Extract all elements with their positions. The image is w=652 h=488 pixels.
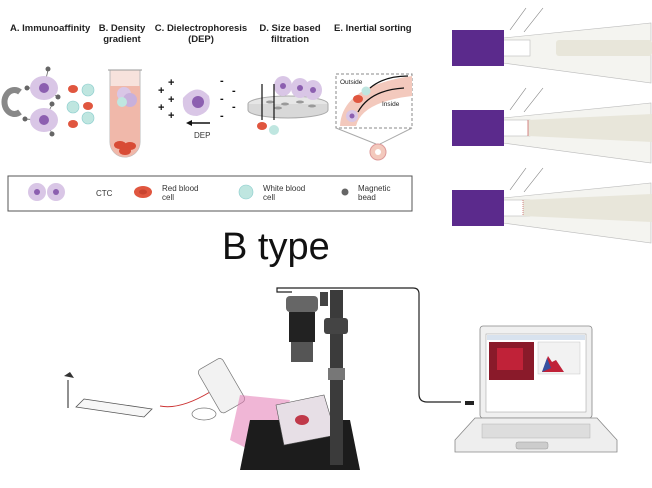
panel-c-title: C. Dielectrophoresis (DEP) xyxy=(154,23,248,45)
inertial-sorting-illustration xyxy=(335,73,413,161)
svg-text:+: + xyxy=(168,77,174,89)
legend-ctc-label: CTC xyxy=(96,189,113,198)
outside-label: Outside xyxy=(340,79,363,86)
immunoaffinity-illustration xyxy=(1,66,95,137)
dep-illustration: +++++ ----- xyxy=(158,75,236,126)
svg-text:-: - xyxy=(220,75,224,87)
main-title: B type xyxy=(222,226,330,268)
svg-text:+: + xyxy=(168,110,174,122)
svg-text:-: - xyxy=(220,110,224,122)
svg-text:+: + xyxy=(158,102,164,114)
legend-bead-label: Magnetic bead xyxy=(358,184,391,202)
legend-box xyxy=(7,175,413,212)
svg-text:+: + xyxy=(168,94,174,106)
catheter-images xyxy=(452,7,652,244)
svg-text:-: - xyxy=(220,93,224,105)
legend-rbc-label: Red blood cell xyxy=(162,184,199,202)
density-gradient-tube xyxy=(108,69,142,158)
svg-text:+: + xyxy=(158,85,164,97)
legend-wbc-label: White blood cell xyxy=(263,184,306,202)
legend-icons xyxy=(28,183,349,201)
panel-a-title: A. Immunoaffinity xyxy=(10,23,91,34)
microscope-setup xyxy=(64,287,618,470)
inside-label: Inside xyxy=(382,101,400,108)
svg-text:-: - xyxy=(232,101,236,113)
svg-text:-: - xyxy=(232,85,236,97)
panel-b-title: B. Density gradient xyxy=(98,23,146,45)
dep-label: DEP xyxy=(194,131,210,140)
filtration-illustration xyxy=(247,76,329,135)
panel-e-title: E. Inertial sorting xyxy=(334,23,412,34)
panel-d-title: D. Size based filtration xyxy=(259,23,321,45)
